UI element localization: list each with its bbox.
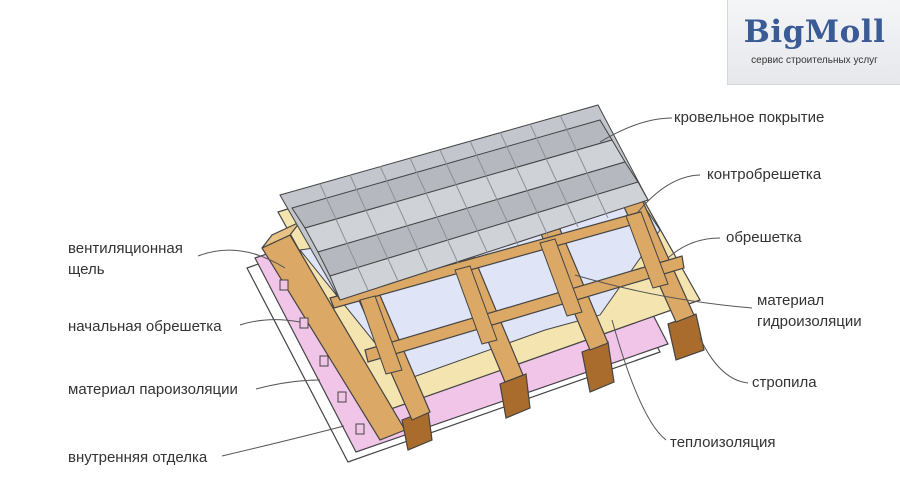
- label-ventilation-gap-1: вентиляционная: [68, 240, 183, 257]
- batten-strip: [364, 255, 685, 363]
- label-waterproofing-2: гидроизоляции: [757, 313, 862, 330]
- leader-vapor-barrier: [255, 379, 321, 390]
- label-interior-finish: внутренняя отделка: [68, 449, 208, 466]
- counter-battens: [359, 211, 669, 375]
- label-roof-covering: кровельное покрытие: [674, 109, 825, 126]
- rafter-end-4: [667, 313, 705, 361]
- label-counter-batten: контробрешетка: [707, 166, 822, 183]
- leader-rafters: [699, 337, 749, 384]
- leader-insulation: [611, 319, 667, 441]
- label-insulation: теплоизоляция: [670, 434, 776, 451]
- label-vapor-barrier: материал пароизоляции: [68, 381, 238, 398]
- leader-interior-finish: [221, 425, 345, 457]
- logo-tagline: сервис строительных услуг: [751, 55, 878, 66]
- label-initial-batten: начальная обрешетка: [68, 318, 222, 335]
- leader-ventilation-gap: [197, 249, 286, 269]
- label-ventilation-gap-2: щель: [68, 261, 105, 278]
- leader-batten: [667, 237, 721, 259]
- leader-counter-batten: [637, 174, 701, 213]
- logo: BigMoll сервис строительных услуг: [727, 0, 900, 85]
- leader-waterproofing: [574, 274, 753, 309]
- roof-covering: [279, 104, 649, 301]
- logo-name: BigMoll: [743, 14, 886, 50]
- label-batten: обрешетка: [726, 229, 802, 246]
- leader-initial-batten: [239, 319, 301, 326]
- label-waterproofing-1: материал: [757, 292, 825, 309]
- leader-roof-covering: [599, 117, 673, 143]
- initial-batten-blocks: [279, 279, 365, 435]
- leader-lines: [197, 117, 753, 457]
- label-rafters: стропила: [752, 374, 817, 391]
